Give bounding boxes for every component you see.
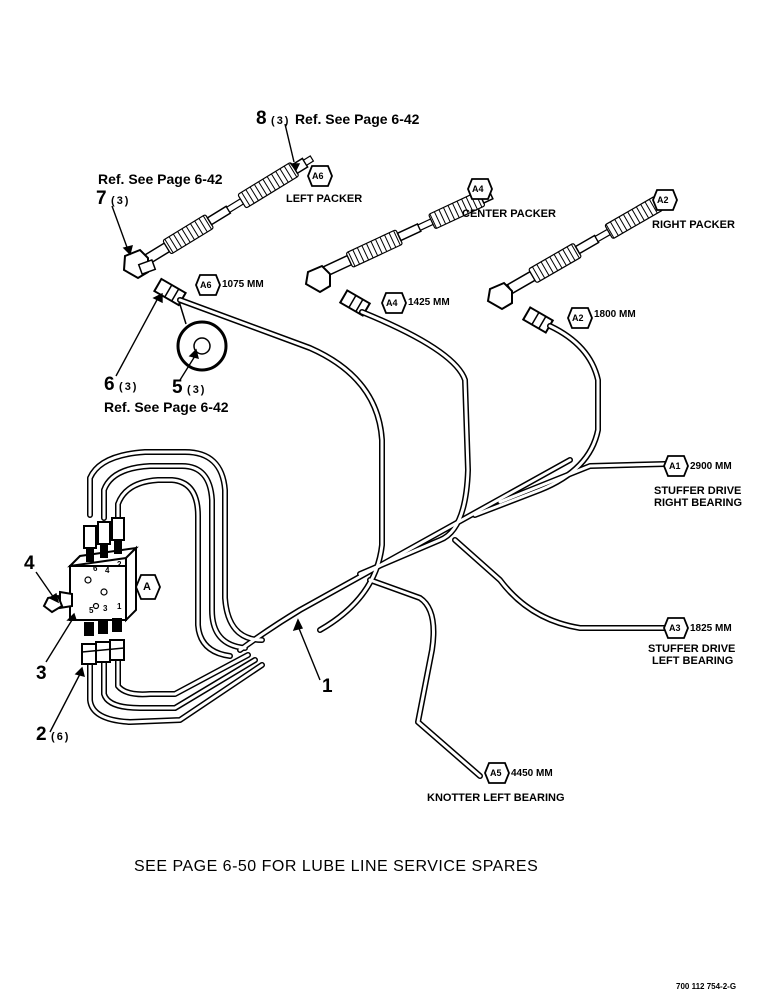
- callout-1-number: 1: [322, 676, 333, 697]
- a3-length: 1825 MM: [690, 623, 732, 634]
- center-packer-label: CENTER PACKER: [462, 208, 556, 220]
- hex-a1-len-label: A1: [669, 461, 681, 471]
- callout-8-ref: Ref. See Page 6-42: [294, 111, 420, 127]
- callout-5-qty: (3): [187, 384, 207, 396]
- block-port-3: 3: [103, 604, 108, 613]
- a6-length: 1075 MM: [222, 279, 264, 290]
- detail-circle: [176, 297, 228, 372]
- hex-a4-len: [381, 292, 407, 314]
- block-port-1: 1: [117, 602, 122, 611]
- callout-5-number: 5: [172, 377, 183, 398]
- a1-length: 2900 MM: [690, 461, 732, 472]
- callout-2-qty: (6): [51, 731, 71, 743]
- hex-a2-top: [652, 189, 678, 211]
- block-port-4: 4: [105, 566, 110, 575]
- block-port-6: 6: [93, 564, 98, 573]
- lube-tubes: [87, 297, 668, 779]
- callout-7-number: 7: [96, 188, 107, 209]
- hex-a2-len: [567, 307, 593, 329]
- callout-8-number: 8: [256, 108, 267, 129]
- hex-block-a: [135, 574, 161, 600]
- a5-label: KNOTTER LEFT BEARING: [427, 792, 565, 804]
- left-packer-label: LEFT PACKER: [286, 193, 363, 205]
- hex-a3-len-label: A3: [669, 623, 681, 633]
- callout-2: 2 (6): [36, 724, 70, 746]
- callout-6: 6 (3): [104, 374, 138, 396]
- a5-length: 4450 MM: [511, 768, 553, 779]
- a2-length: 1800 MM: [594, 309, 636, 320]
- callout-3-number: 3: [36, 663, 47, 684]
- a3-label-line2: LEFT BEARING: [652, 655, 734, 667]
- part-number: 700 112 754-2-G: [676, 982, 737, 991]
- hex-a2-top-label: A2: [657, 195, 669, 205]
- block-a-label: A: [143, 581, 151, 593]
- leader-lines: [35, 123, 321, 733]
- block-port-5: 5: [89, 606, 94, 615]
- hex-a5-len: [484, 762, 510, 784]
- callout-7-qty: (3): [111, 195, 131, 207]
- hex-a6-len: [195, 274, 221, 296]
- callout-8: 8 (3) Ref. See Page 6-42: [256, 108, 419, 130]
- callout-5: 5 (3): [172, 377, 206, 399]
- footer-note: SEE PAGE 6-50 FOR LUBE LINE SERVICE SPAR…: [134, 858, 539, 875]
- hex-a5-len-label: A5: [490, 768, 502, 778]
- hex-a4-top-label: A4: [472, 184, 484, 194]
- callout-2-number: 2: [36, 724, 47, 745]
- a3-label-line1: STUFFER DRIVE: [648, 643, 736, 655]
- hex-a2-len-label: A2: [572, 313, 584, 323]
- hex-a4-top: [467, 178, 493, 200]
- callout-5-ref: Ref. See Page 6-42: [104, 399, 229, 415]
- callout-8-qty: (3): [271, 115, 291, 127]
- hex-a6-top: [307, 165, 333, 187]
- hex-a1-len: [663, 455, 689, 477]
- callout-4-number: 4: [24, 553, 35, 574]
- a1-label-line2: RIGHT BEARING: [654, 497, 742, 509]
- hex-badges: [135, 165, 689, 784]
- callout-7-ref: Ref. See Page 6-42: [98, 171, 223, 187]
- hex-a6-len-label: A6: [200, 280, 212, 290]
- callout-6-number: 6: [104, 374, 115, 395]
- hex-a3-len: [663, 617, 689, 639]
- callout-7: 7 (3): [96, 188, 130, 210]
- right-packer-label: RIGHT PACKER: [652, 219, 735, 231]
- hex-a4-len-label: A4: [386, 298, 398, 308]
- a1-label-line1: STUFFER DRIVE: [654, 485, 742, 497]
- callout-6-qty: (3): [119, 381, 139, 393]
- a4-length: 1425 MM: [408, 297, 450, 308]
- hex-a6-top-label: A6: [312, 171, 324, 181]
- block-port-2: 2: [117, 560, 122, 569]
